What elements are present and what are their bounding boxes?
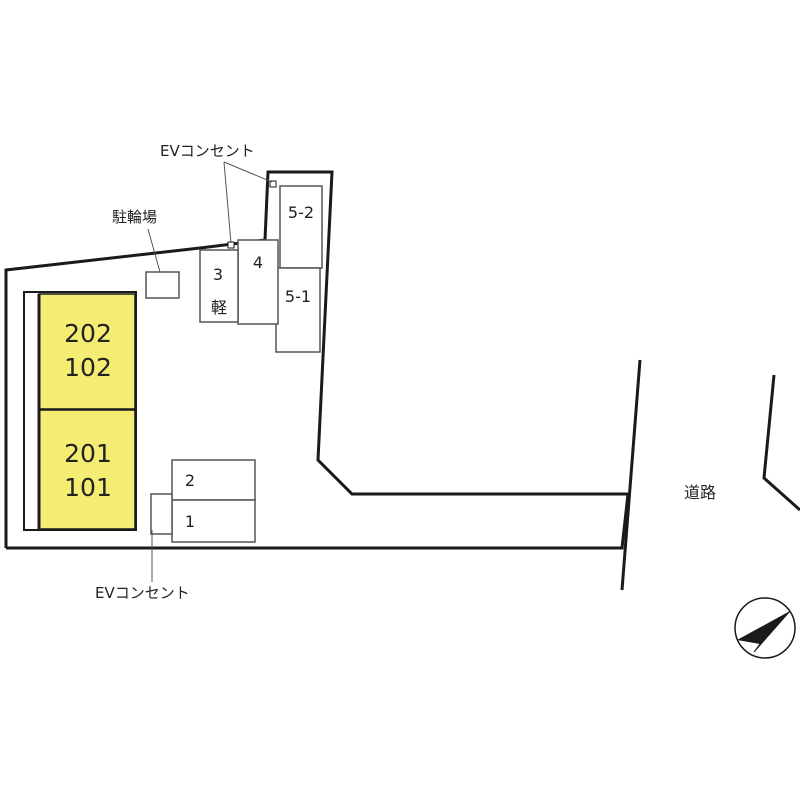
- unit-label-101: 101: [64, 473, 112, 502]
- ev-outlet-leader-top-1: [223, 161, 273, 183]
- bicycle-parking-leader: [147, 228, 161, 273]
- unit-block-bottom: [38, 409, 136, 530]
- ev-outlet-label-top: EVコンセント: [160, 142, 255, 160]
- parking-label-1: 1: [185, 512, 195, 531]
- unit-label-202: 202: [64, 319, 112, 348]
- site-boundary: [4, 170, 630, 550]
- parking-cluster-bottom: 2 1: [150, 459, 256, 543]
- parking-label-5-2: 5-2: [288, 203, 314, 222]
- ev-outlet-label-bottom: EVコンセント: [95, 584, 190, 602]
- bicycle-parking-label: 駐輪場: [112, 208, 157, 226]
- parking-space-5-1: [275, 267, 321, 353]
- north-arrow-icon: [734, 597, 796, 659]
- parking-space-3: [199, 249, 239, 323]
- ev-outlet-leader-top-2: [223, 161, 232, 244]
- parking-space-4: [237, 239, 279, 325]
- parking-note-kei: 軽: [211, 298, 227, 317]
- ev-outlet-box-bottom: [150, 493, 173, 535]
- parking-label-4: 4: [253, 253, 263, 272]
- unit-block-top: [38, 293, 136, 410]
- road-edge-right: [762, 374, 800, 512]
- parking-space-5-2: [279, 185, 323, 269]
- unit-label-102: 102: [64, 353, 112, 382]
- parking-label-3: 3: [213, 265, 223, 284]
- road-label: 道路: [684, 483, 716, 502]
- parking-space-2: [171, 459, 256, 501]
- parking-label-5-1: 5-1: [285, 287, 311, 306]
- unit-label-201: 201: [64, 439, 112, 468]
- parking-space-1: [171, 499, 256, 543]
- road-edge-left: [620, 359, 642, 591]
- parking-cluster-top: 5-2 4 3 軽 5-1: [199, 185, 323, 353]
- building: 202 102 201 101: [23, 291, 137, 531]
- ev-outlet-marker-top-1: [269, 180, 277, 188]
- bicycle-parking-area: [145, 271, 180, 299]
- parking-label-2: 2: [185, 471, 195, 490]
